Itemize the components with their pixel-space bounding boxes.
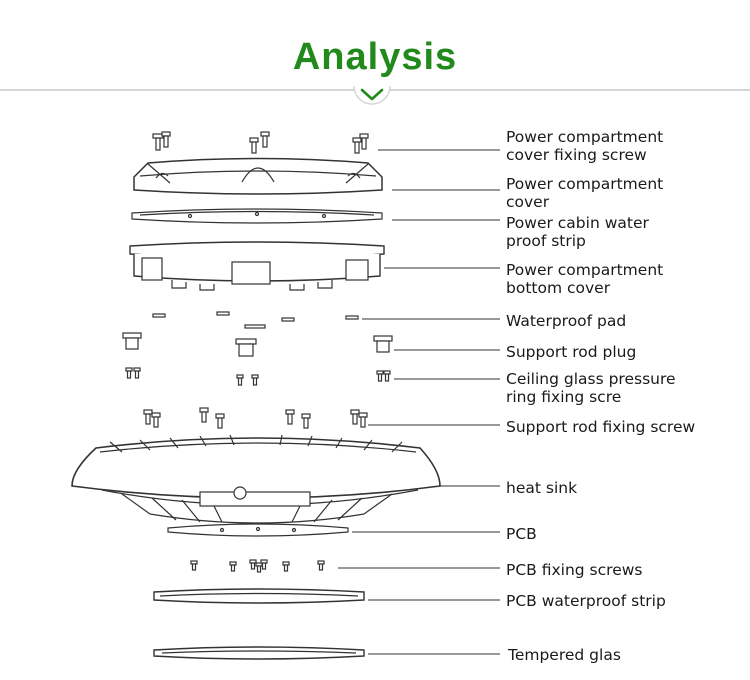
label-power-cabin-waterproof-strip: Power cabin water proof strip bbox=[506, 214, 654, 250]
label-pcb: PCB bbox=[506, 525, 537, 543]
tempered-glass bbox=[153, 646, 365, 660]
pressure-ring-screws bbox=[125, 367, 391, 386]
page-title: Analysis bbox=[292, 36, 458, 78]
label-pcb-fixing-screws: PCB fixing screws bbox=[506, 561, 642, 579]
label-cover-fixing-screw: Power compartment cover fixing screw bbox=[506, 128, 668, 164]
waterproof-pads bbox=[152, 311, 359, 329]
pcb-waterproof-strip bbox=[153, 588, 365, 604]
label-power-compartment-bottom-cover: Power compartment bottom cover bbox=[506, 261, 668, 297]
cover-fixing-screws bbox=[152, 131, 369, 154]
label-power-compartment-cover: Power compartment cover bbox=[506, 175, 668, 211]
power-cabin-waterproof-strip bbox=[131, 208, 383, 224]
header: Analysis bbox=[0, 0, 750, 90]
part-labels: Power compartment cover fixing screw Pow… bbox=[506, 128, 695, 664]
label-pressure-ring-fixing-screw: Ceiling glass pressure ring fixing scre bbox=[506, 370, 680, 406]
heat-sink bbox=[71, 434, 441, 524]
label-heat-sink: heat sink bbox=[506, 479, 577, 497]
label-support-rod-fixing-screw: Support rod fixing screw bbox=[506, 418, 695, 436]
power-compartment-cover bbox=[133, 157, 383, 195]
power-compartment-bottom-cover bbox=[129, 241, 385, 291]
support-rod-fixing-screws bbox=[143, 407, 368, 429]
label-support-rod-plug: Support rod plug bbox=[506, 343, 636, 361]
label-pcb-waterproof-strip: PCB waterproof strip bbox=[506, 592, 666, 610]
label-waterproof-pad: Waterproof pad bbox=[506, 312, 626, 330]
pcb-fixing-screws bbox=[190, 559, 325, 573]
support-rod-plugs bbox=[122, 332, 393, 357]
leader-lines bbox=[338, 149, 500, 655]
pcb bbox=[167, 523, 349, 537]
chevron-down-icon bbox=[352, 78, 392, 108]
label-tempered-glass: Tempered glas bbox=[507, 646, 621, 664]
